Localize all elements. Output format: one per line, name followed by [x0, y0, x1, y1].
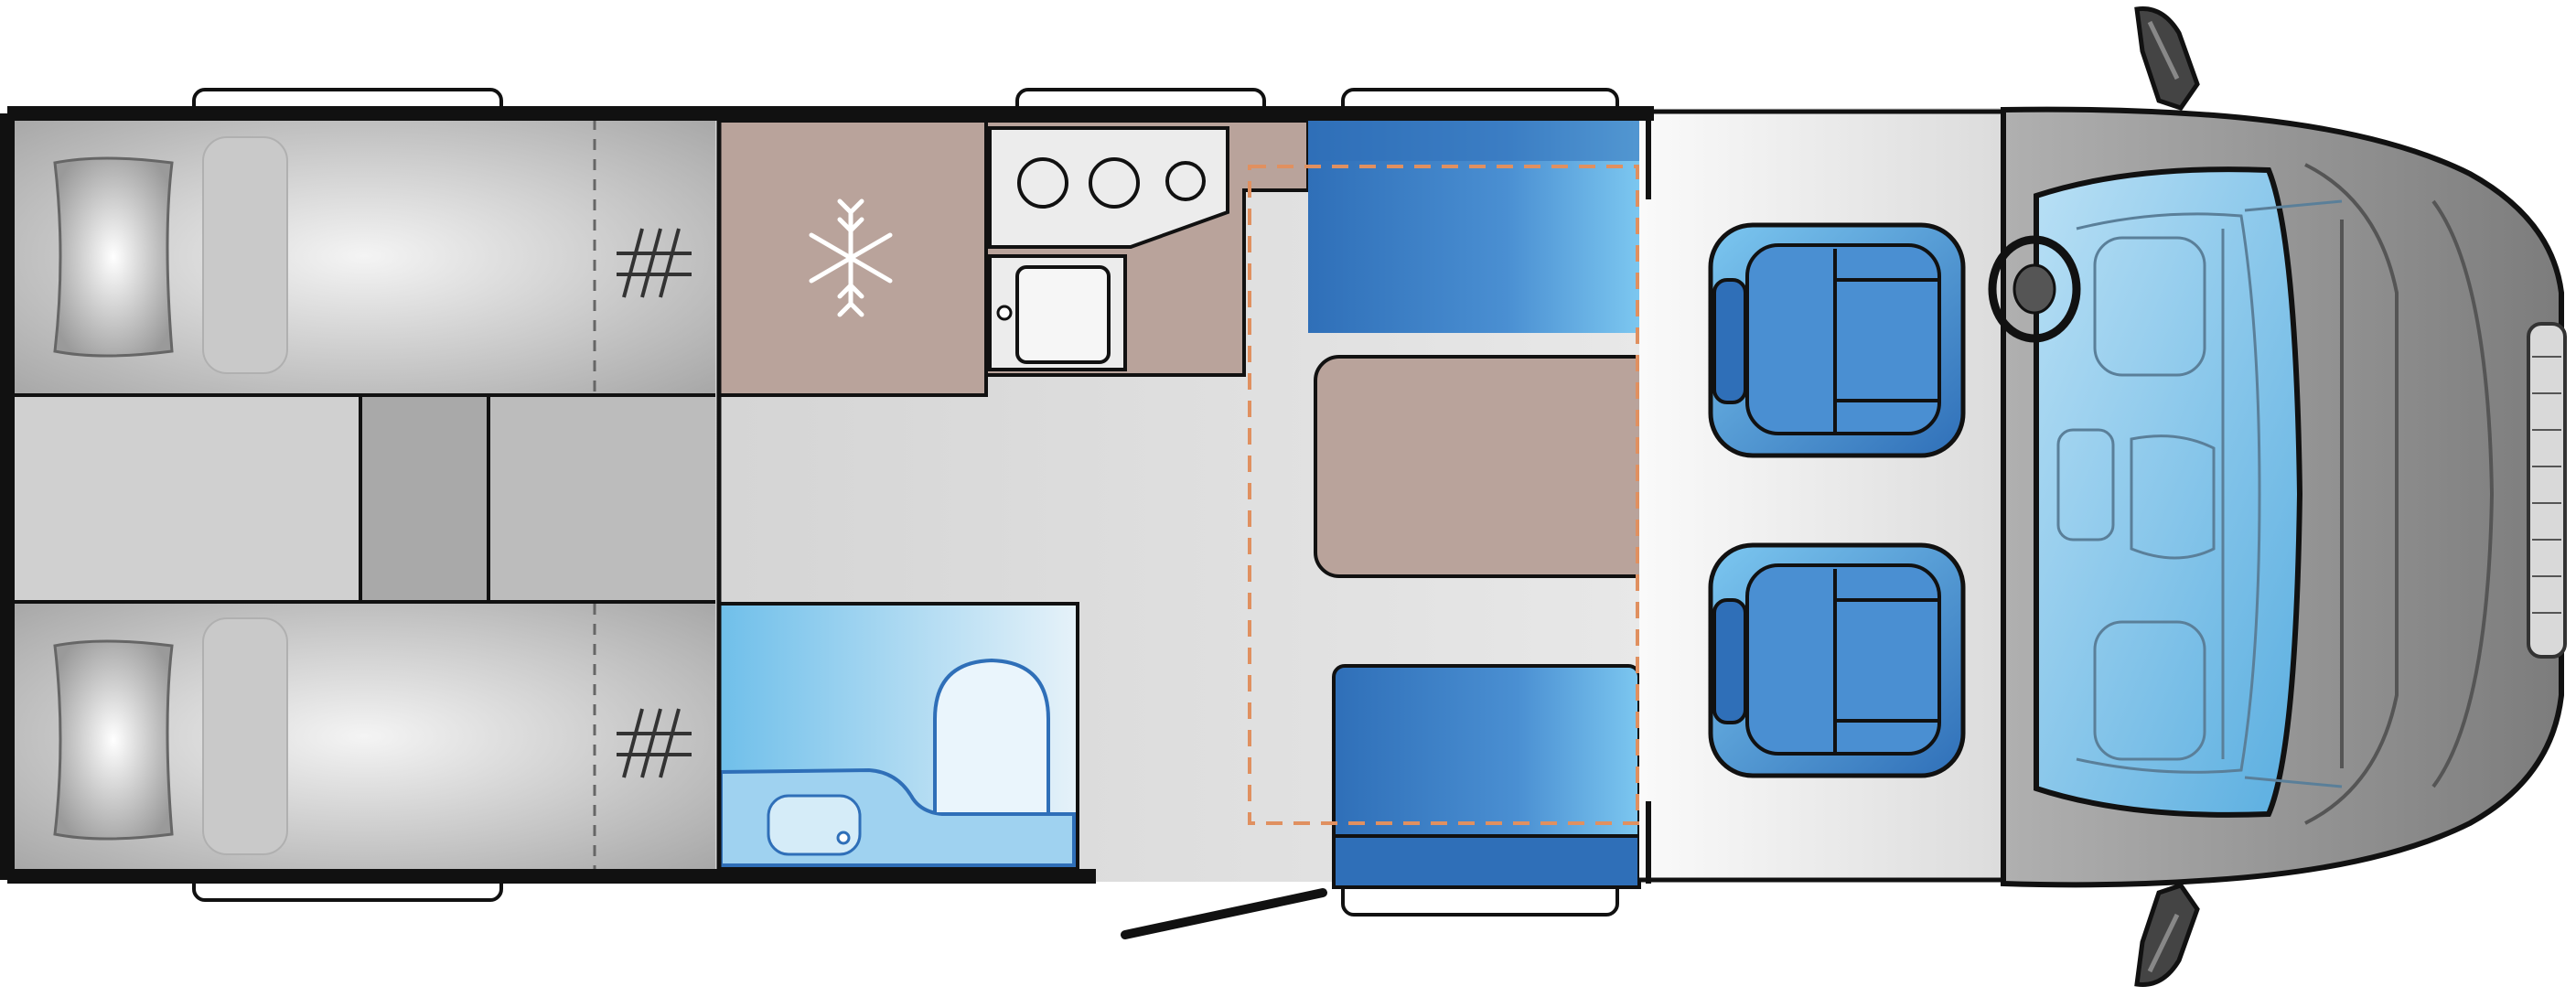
toilet-icon: [933, 658, 1050, 812]
windscreen: [2034, 166, 2303, 818]
vehicle-cab: [1988, 6, 2567, 987]
walls: [0, 106, 2003, 884]
bed-gap-section: [13, 393, 715, 604]
snowflake-icon: [809, 198, 893, 317]
dinette-table: [1314, 355, 1681, 578]
burner-icon: [1017, 157, 1206, 209]
dinette: [1248, 121, 1681, 889]
steering-wheel-icon: [1988, 235, 2081, 343]
bed-slats-icon: [617, 228, 692, 298]
pillow-icon: [53, 639, 174, 841]
sink-icon: [767, 794, 862, 856]
bathroom: [717, 602, 1079, 871]
pillow-icon: [53, 156, 174, 358]
bed-upper: [13, 119, 715, 393]
grille-icon: [2527, 322, 2567, 659]
awning-outline: [1248, 165, 1639, 825]
bonnet-lines: [2304, 163, 2495, 825]
bed-slats-icon: [617, 708, 692, 778]
entry-door: [1121, 888, 1327, 939]
cab-seat-passenger: [1708, 542, 1966, 778]
dashboard-lines: [2056, 199, 2343, 788]
cab-seat-driver: [1708, 222, 1966, 458]
bed-lower: [13, 604, 715, 869]
hob: [988, 126, 1229, 249]
kitchen: [717, 119, 1310, 397]
